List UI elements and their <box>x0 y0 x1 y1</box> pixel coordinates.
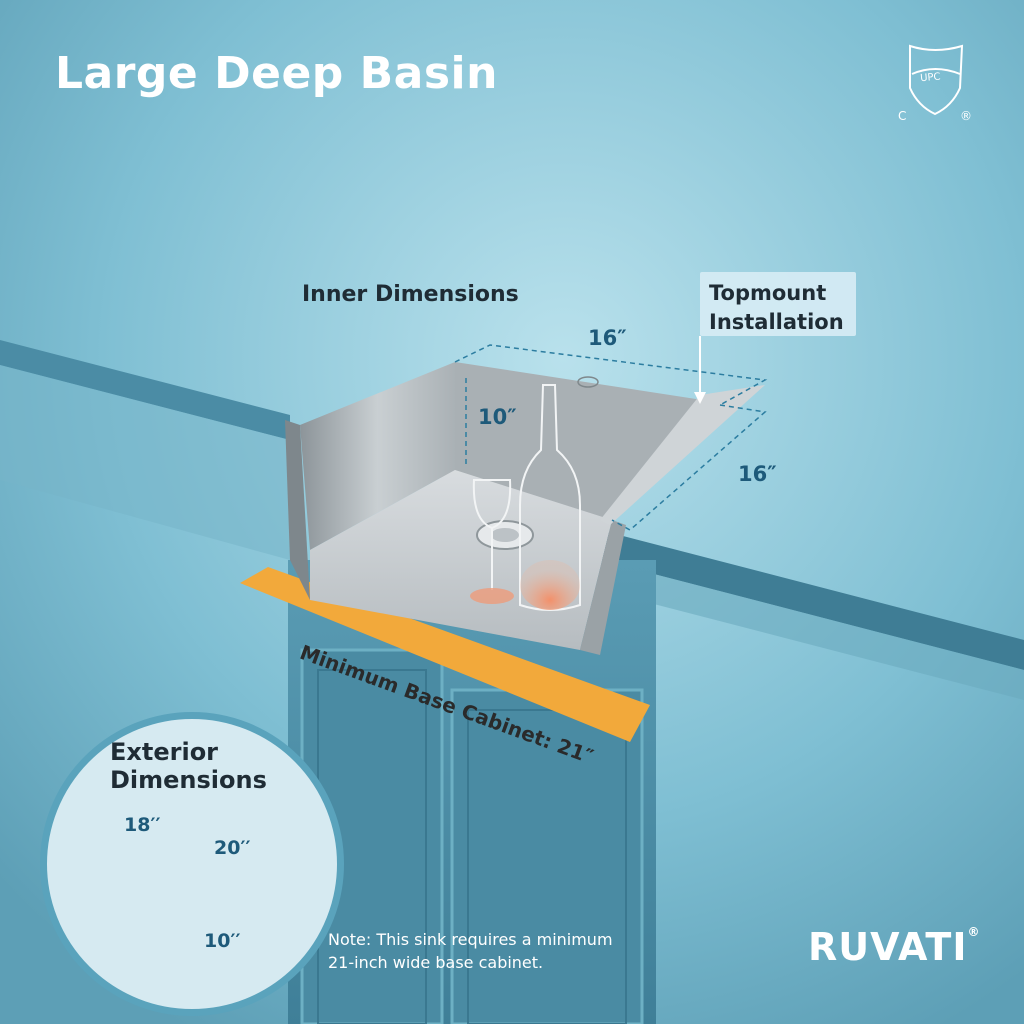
note-line-2: 21-inch wide base cabinet. <box>328 953 544 972</box>
upc-registered-mark: ® <box>960 109 972 123</box>
upc-c-mark: C <box>898 109 906 123</box>
exterior-height-dimension: 10′′ <box>204 930 241 952</box>
brand-name: RUVATI <box>808 925 968 969</box>
brand-logo: RUVATI® <box>808 925 980 969</box>
topmount-callout-text: Topmount Installation <box>709 279 844 337</box>
brand-registered-mark: ® <box>967 925 981 939</box>
exterior-depth-dimension: 20′′ <box>214 837 251 859</box>
exterior-title-line-1: Exterior <box>110 738 219 766</box>
upc-certification-icon: UPC C ® <box>898 44 972 123</box>
inner-dimensions-label: Inner Dimensions <box>302 282 519 307</box>
callout-line-1: Topmount <box>709 281 827 305</box>
callout-line-2: Installation <box>709 310 844 334</box>
note-line-1: Note: This sink requires a minimum <box>328 930 613 949</box>
exterior-dimensions-title: Exterior Dimensions <box>110 738 267 794</box>
inner-height-dimension: 10″ <box>478 405 517 429</box>
topmount-callout-box <box>700 272 856 336</box>
exterior-width-dimension: 18′′ <box>124 814 161 836</box>
exterior-dimensions-circle <box>40 712 344 1016</box>
upc-shield-text: UPC <box>920 72 941 85</box>
exterior-title-line-2: Dimensions <box>110 766 267 794</box>
cabinet-note: Note: This sink requires a minimum 21-in… <box>328 928 668 974</box>
inner-depth-dimension: 16″ <box>738 462 777 486</box>
inner-width-dimension: 16″ <box>588 326 627 350</box>
page-title: Large Deep Basin <box>55 48 498 99</box>
